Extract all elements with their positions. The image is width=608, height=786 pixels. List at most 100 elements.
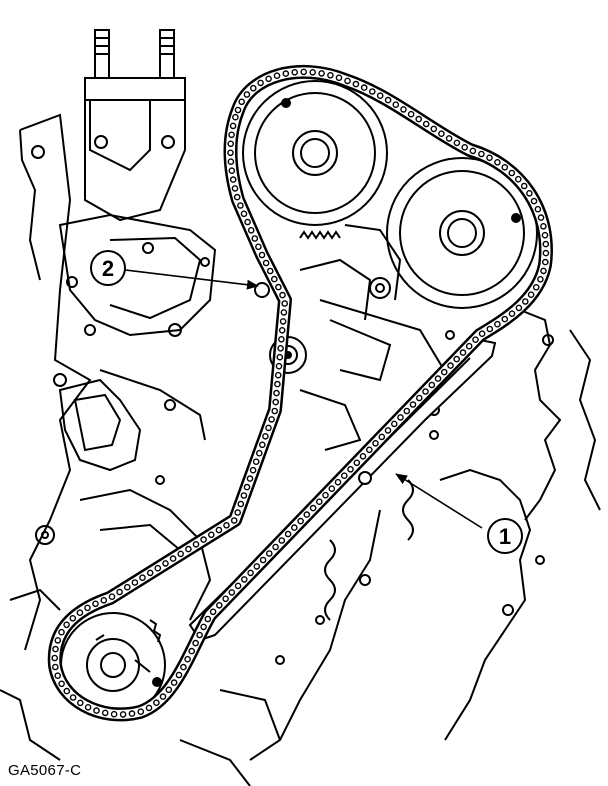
chain-link	[229, 122, 237, 130]
chain-link	[478, 150, 485, 158]
chain-link	[273, 72, 281, 79]
chain-link	[340, 472, 348, 480]
chain-link	[184, 655, 191, 663]
chain-link	[415, 115, 423, 123]
chain-link	[303, 511, 311, 518]
chain-link	[434, 375, 442, 382]
chain-link	[515, 304, 523, 312]
chain-link	[200, 536, 207, 543]
chain-link	[297, 517, 304, 525]
chain-link	[459, 349, 467, 356]
chain-link	[461, 143, 469, 151]
chain-link	[465, 342, 473, 350]
chain-link	[520, 182, 528, 190]
chain-link	[266, 267, 274, 275]
chain-link	[542, 249, 550, 257]
chain-link	[108, 593, 116, 601]
chain-link	[77, 699, 84, 707]
chain-link	[532, 283, 540, 291]
chain-link	[403, 407, 411, 415]
chain-link	[278, 326, 286, 334]
chain-link	[227, 140, 234, 148]
chain-link	[273, 389, 280, 397]
chain-link	[58, 628, 65, 636]
chain-link	[478, 330, 486, 338]
callout-2-number: 2	[102, 256, 114, 281]
chain-link	[445, 135, 453, 142]
chain-link	[139, 574, 146, 582]
chain-link	[281, 300, 289, 307]
chain-link	[258, 441, 266, 449]
chain-link	[274, 371, 282, 379]
chain-link	[227, 149, 234, 157]
upper-mount-bracket	[58, 29, 217, 441]
chain-link	[63, 621, 70, 629]
chain-link	[422, 120, 430, 128]
chain-link	[240, 492, 248, 499]
chain-link	[243, 91, 251, 98]
chain-link	[237, 202, 244, 209]
chain-link	[526, 189, 533, 197]
chain-link	[227, 158, 235, 165]
callout-2-circle	[90, 250, 126, 286]
chain-link	[252, 458, 260, 466]
chain-link	[232, 113, 239, 121]
chain-link	[534, 205, 542, 213]
chain-link	[508, 310, 516, 318]
chain-link	[209, 608, 217, 616]
callout-2-leader	[124, 269, 259, 290]
chain-link	[309, 69, 317, 76]
chain-link	[270, 275, 278, 283]
chain-link	[244, 218, 251, 226]
chain-link	[347, 465, 354, 473]
chain-link	[265, 550, 273, 557]
chain-link	[243, 483, 251, 491]
chain-link	[327, 72, 334, 79]
chain-link	[262, 432, 269, 440]
chain-link	[192, 639, 199, 647]
lower-cover-outline	[58, 378, 212, 621]
chain-link	[537, 275, 544, 283]
chain-link	[165, 686, 173, 694]
chain-link	[397, 414, 404, 421]
chain-link	[282, 70, 290, 77]
chain-link	[84, 704, 92, 711]
chain-link	[222, 595, 229, 603]
chain-link	[378, 433, 386, 441]
chain-link	[258, 251, 266, 259]
chain-link	[527, 291, 535, 299]
chain-link	[409, 401, 417, 408]
chain-link	[247, 569, 254, 577]
chain-link	[229, 176, 237, 183]
chain-link	[540, 267, 547, 275]
chain-link	[542, 240, 550, 248]
chain-link	[145, 704, 153, 712]
chain-link	[365, 446, 373, 454]
chain-link	[537, 214, 545, 221]
chain-link	[159, 693, 167, 700]
chain-link	[240, 576, 248, 583]
chain-link	[268, 416, 275, 423]
chain-link	[515, 175, 522, 183]
chain-link	[231, 185, 239, 192]
chain-link	[384, 96, 392, 104]
chain-link	[185, 545, 192, 553]
chain-link	[251, 235, 259, 242]
chain-link	[230, 517, 238, 524]
callout-1: 1	[487, 518, 523, 554]
chain-link	[69, 615, 77, 622]
chain-link	[542, 258, 549, 266]
chain-link	[93, 707, 100, 714]
engine-block-outline	[0, 113, 601, 786]
chain-link	[453, 139, 461, 147]
chain-link	[318, 70, 325, 77]
callout-2: 2	[90, 250, 126, 286]
callout-1-number: 1	[499, 524, 511, 549]
chain-link	[215, 602, 223, 609]
chain-link	[192, 541, 200, 548]
chain-link	[501, 315, 509, 323]
chain-link	[255, 243, 262, 251]
chain-link	[486, 154, 493, 162]
chain-link	[255, 449, 263, 457]
chain-link	[237, 500, 245, 508]
